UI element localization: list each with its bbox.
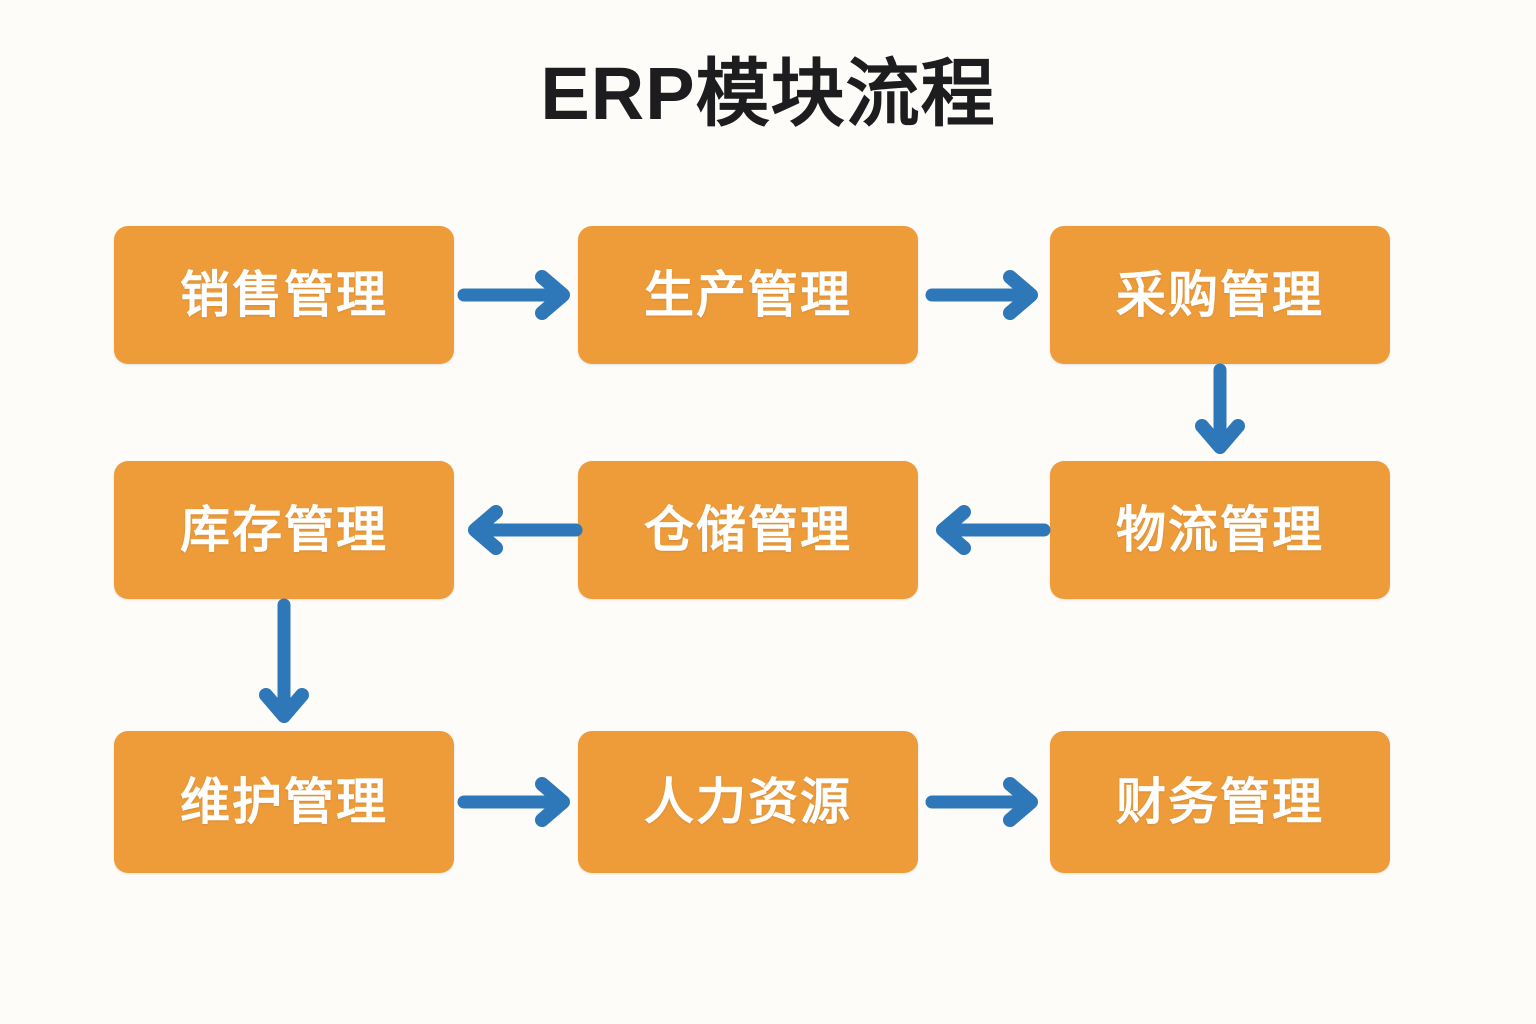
page-title: ERP模块流程 bbox=[540, 52, 996, 135]
node-maintenance[interactable]: 维护管理 bbox=[114, 731, 454, 873]
arrow-sales-to-production bbox=[457, 270, 574, 320]
arrow-production-to-procurement bbox=[925, 270, 1042, 320]
node-label-production: 生产管理 bbox=[644, 267, 852, 323]
node-logistics[interactable]: 物流管理 bbox=[1050, 461, 1390, 599]
node-label-warehouse: 仓储管理 bbox=[644, 502, 852, 558]
node-production[interactable]: 生产管理 bbox=[578, 226, 918, 364]
node-inventory[interactable]: 库存管理 bbox=[114, 461, 454, 599]
node-label-finance: 财务管理 bbox=[1116, 774, 1324, 830]
arrow-warehouse-to-inventory bbox=[458, 505, 583, 555]
node-sales[interactable]: 销售管理 bbox=[114, 226, 454, 364]
arrow-procurement-to-logistics bbox=[1195, 363, 1245, 458]
node-warehouse[interactable]: 仓储管理 bbox=[578, 461, 918, 599]
node-label-maintenance: 维护管理 bbox=[180, 774, 388, 830]
node-hr[interactable]: 人力资源 bbox=[578, 731, 918, 873]
arrow-logistics-to-warehouse bbox=[926, 505, 1051, 555]
node-label-logistics: 物流管理 bbox=[1116, 502, 1324, 558]
node-finance[interactable]: 财务管理 bbox=[1050, 731, 1390, 873]
arrow-inventory-to-maintenance bbox=[259, 598, 309, 727]
node-procurement[interactable]: 采购管理 bbox=[1050, 226, 1390, 364]
arrow-maintenance-to-hr bbox=[457, 777, 574, 827]
node-label-sales: 销售管理 bbox=[180, 267, 388, 323]
node-label-hr: 人力资源 bbox=[644, 774, 852, 830]
node-label-inventory: 库存管理 bbox=[180, 502, 388, 558]
arrow-hr-to-finance bbox=[925, 777, 1042, 827]
node-label-procurement: 采购管理 bbox=[1116, 267, 1324, 323]
